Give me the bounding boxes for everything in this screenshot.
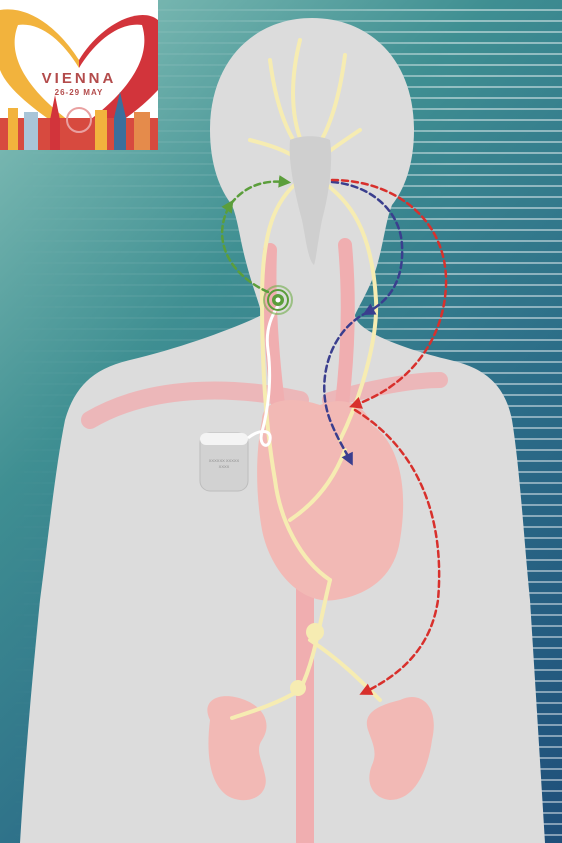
logo-dates: 26-29 MAY [0, 88, 158, 97]
device-label-line2: XXXX [219, 464, 230, 469]
logo-city: VIENNA [0, 70, 158, 87]
conference-logo: VIENNA 26-29 MAY [0, 0, 158, 150]
stimulator-device: XXXXXX XXXXX XXXX [200, 433, 248, 491]
electrode-target [264, 286, 292, 314]
device-label-line1: XXXXXX XXXXX [209, 458, 240, 463]
